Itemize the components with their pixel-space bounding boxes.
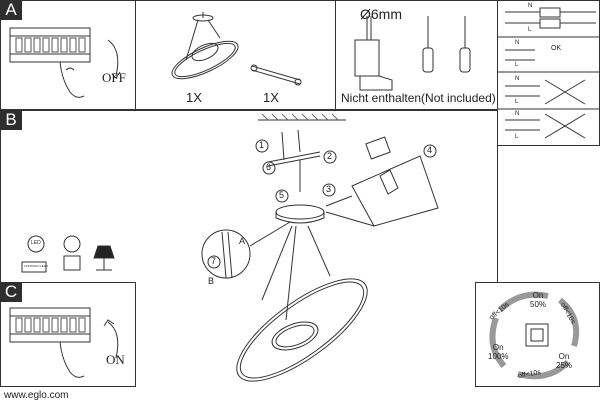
canopy-icon <box>275 204 325 224</box>
panel-c <box>0 282 136 387</box>
step-6: 6 <box>266 162 272 172</box>
wiring-label-l-3: L <box>515 99 519 105</box>
wiring-label-l-1: L <box>528 27 532 33</box>
section-label-a: A <box>0 0 22 20</box>
lamp-quantity: 1X <box>186 90 202 105</box>
wire-detail-circle-icon <box>201 221 291 279</box>
dim-on-50: On 50% <box>530 291 547 309</box>
wiring-label-l-4: L <box>515 134 519 140</box>
step-4: 4 <box>427 145 433 155</box>
wiring-label-n-1: N <box>528 3 533 9</box>
drill-icon <box>354 16 393 91</box>
dim-on-100: On 100% <box>488 343 509 361</box>
drill-size: Ø6mm <box>360 6 402 22</box>
section-label-c: C <box>0 282 22 302</box>
safety-icons <box>21 235 115 273</box>
screwdriver-flat-icon <box>422 16 434 73</box>
led-label: LED <box>31 240 41 246</box>
mounting-bracket-icon <box>267 129 321 192</box>
step-circles <box>207 139 437 269</box>
pendant-rings-icon <box>236 225 368 382</box>
panel-b <box>0 110 498 282</box>
screwdriver-phillips-icon <box>459 16 471 73</box>
bracket-part-icon <box>250 64 302 86</box>
wiring-label-n-4: N <box>515 111 520 117</box>
wiring-diagrams-icon <box>497 7 600 139</box>
panel-a-switch-state: OFF <box>102 70 126 85</box>
wiring-label-n-2: N <box>515 40 520 46</box>
lamp-part-icon <box>171 12 239 80</box>
tools-not-included: Nicht enthalten(Not included) <box>341 91 496 105</box>
panel-c-switch-state: ON <box>106 352 125 367</box>
wiring-label-n-3: N <box>515 76 520 82</box>
breaker-panel-icon <box>9 27 121 98</box>
bracket-quantity: 1X <box>263 90 279 105</box>
wiring-label-ok: OK <box>551 45 562 52</box>
step-5: 5 <box>279 190 285 200</box>
step-3: 3 <box>326 184 332 194</box>
control-gear-label: CONTROL GEAR <box>24 264 48 268</box>
part-a-label: A <box>239 236 246 246</box>
terminal-detail-icon <box>325 136 439 227</box>
step-1: 1 <box>259 140 265 150</box>
dim-on-25: On 25% <box>556 352 573 370</box>
footer-url[interactable]: www.eglo.com <box>4 390 69 401</box>
section-label-b: B <box>0 110 22 130</box>
dimmer-cycle-icon <box>489 291 580 380</box>
step-7: 7 <box>211 256 217 266</box>
wiring-label-l-2: L <box>515 62 519 68</box>
breaker-panel-on-icon <box>9 307 119 378</box>
part-b-label: B <box>208 276 215 286</box>
step-2: 2 <box>327 151 333 161</box>
ceiling-hatch-icon <box>258 113 346 121</box>
